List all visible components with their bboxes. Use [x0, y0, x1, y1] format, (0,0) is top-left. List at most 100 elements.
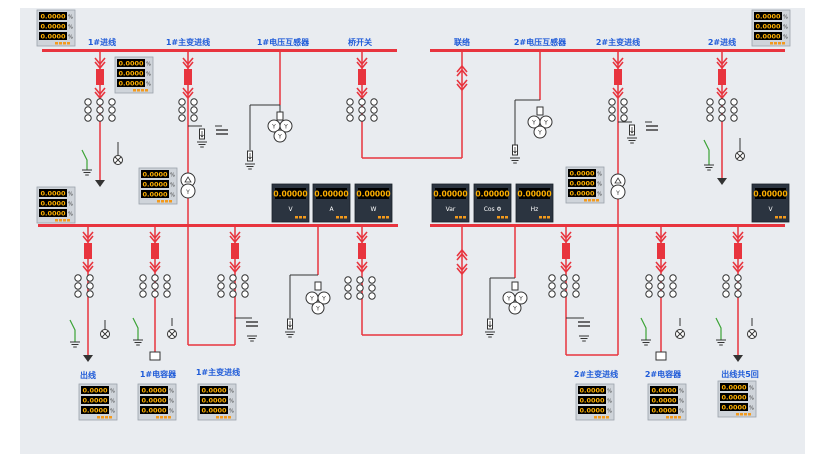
- meter-unit-tag: %: [783, 35, 788, 41]
- meter-unit-tag: %: [170, 183, 175, 189]
- meter-display: [39, 32, 67, 40]
- meter-unit-tag: %: [170, 193, 175, 199]
- meter-reading: 0.00000: [475, 190, 509, 199]
- meter-reading: 0.0000: [721, 404, 747, 412]
- bus-1-lower: [38, 224, 398, 227]
- meter-led: [224, 416, 227, 419]
- meter-unit-tag: %: [146, 62, 151, 68]
- label-tie: 联络: [454, 37, 470, 47]
- meter-display: [754, 12, 782, 20]
- meter-led: [594, 416, 597, 419]
- meter-unit-tag: %: [146, 82, 151, 88]
- meter-led: [774, 42, 777, 45]
- meter-led: [455, 216, 458, 219]
- meter-led: [168, 416, 171, 419]
- meter-upper-feeder-1: 0.0000%0.0000%0.0000%: [114, 56, 154, 94]
- meter-reading: 0.00000: [314, 190, 348, 199]
- meter-reading: 0.0000: [40, 33, 66, 41]
- meter-display: [720, 403, 748, 411]
- bus-bars: [38, 49, 785, 227]
- meter-unit-tag: %: [679, 399, 684, 405]
- meter-display: [39, 209, 67, 217]
- meter-unit-tag: %: [607, 399, 612, 405]
- meter-unit-tag: %: [229, 389, 234, 395]
- meter-unit-tag: %: [68, 15, 73, 21]
- meter-capacitor-1: 0.0000%0.0000%0.0000%: [137, 383, 177, 421]
- meter-led: [606, 416, 609, 419]
- meter-display: [81, 386, 109, 394]
- meter-unit-tag: %: [146, 72, 151, 78]
- meter-reading: 0.0000: [40, 190, 66, 198]
- meter-unit-tag: %: [170, 173, 175, 179]
- meter-display: [435, 188, 466, 199]
- meter-display: [140, 396, 168, 404]
- upper-feeder-2: [703, 52, 745, 185]
- meter-unit: V: [288, 206, 293, 213]
- meter-led: [55, 42, 58, 45]
- meter-unit: Cos Φ: [484, 206, 502, 213]
- meter-panels: 0.0000%0.0000%0.0000%0.0000%0.0000%0.000…: [36, 9, 791, 421]
- meter-unit-tag: %: [749, 406, 754, 412]
- lower-bridge-tie: [344, 227, 468, 336]
- meter-led: [295, 216, 298, 219]
- label-main-transformer-1-lower: 1#主变进线: [196, 367, 240, 377]
- feeder-labels: 1#进线 1#主变进线 1#电压互感器 桥开关 联络 2#电压互感器 2#主变进…: [80, 37, 759, 380]
- meter-led: [463, 216, 466, 219]
- meter-display: [200, 396, 228, 404]
- lower-feeder-out-5: [715, 227, 757, 362]
- meter-display: [720, 393, 748, 401]
- meter-unit-tag: %: [783, 15, 788, 21]
- meter-reading: 0.0000: [82, 407, 108, 415]
- meter-display: [578, 386, 606, 394]
- meter-reading: 0.0000: [40, 23, 66, 31]
- meter-display: [140, 386, 168, 394]
- meter-display: [519, 188, 550, 199]
- meter-main-transformer-1: 0.0000%0.0000%0.0000%: [138, 167, 178, 205]
- lower-pt-2: [484, 227, 528, 338]
- meter-reading: 0.0000: [141, 407, 167, 415]
- meter-led: [497, 216, 500, 219]
- meter-display: [358, 188, 389, 199]
- meter-led: [596, 199, 599, 202]
- bus-2-upper: [430, 49, 785, 52]
- upper-feeder-1-transformer: [178, 52, 229, 345]
- meter-unit-tag: %: [169, 409, 174, 415]
- meter-led: [101, 416, 104, 419]
- meter-led: [588, 199, 591, 202]
- meter-reading: 0.0000: [721, 384, 747, 392]
- meter-reading: 0.0000: [82, 397, 108, 405]
- meter-led: [141, 89, 144, 92]
- meter-led: [164, 416, 167, 419]
- label-main-transformer-1: 1#主变进线: [166, 37, 210, 47]
- meter-reading: 0.0000: [142, 191, 168, 199]
- meter-led: [592, 199, 595, 202]
- meter-led: [748, 413, 751, 416]
- meter-reading: 0.00000: [517, 190, 551, 199]
- meter-main-transformer-1-lower: 0.0000%0.0000%0.0000%: [197, 383, 237, 421]
- meter-incoming-1: 0.0000%0.0000%0.0000%: [36, 9, 76, 47]
- meter-display: [141, 170, 169, 178]
- meter-led: [63, 219, 66, 222]
- label-incoming-2: 2#进线: [708, 37, 736, 47]
- meter-led: [386, 216, 389, 219]
- lower-transformer-1-return: [188, 227, 259, 346]
- meter-reading: 0.00000: [273, 190, 307, 199]
- meter-display: [200, 406, 228, 414]
- meter-display: [141, 190, 169, 198]
- meter-led: [340, 216, 343, 219]
- meter-led: [744, 413, 747, 416]
- label-main-transformer-2-lower: 2#主变进线: [574, 369, 618, 379]
- meter-display: [81, 406, 109, 414]
- meter-led: [156, 416, 159, 419]
- meter-reading: 0.0000: [40, 200, 66, 208]
- meter-display: [650, 406, 678, 414]
- bus-2-lower: [430, 224, 785, 227]
- meter-reading: 0.0000: [651, 397, 677, 405]
- lower-capacitor-2: [640, 227, 685, 361]
- meter-unit-tag: %: [679, 389, 684, 395]
